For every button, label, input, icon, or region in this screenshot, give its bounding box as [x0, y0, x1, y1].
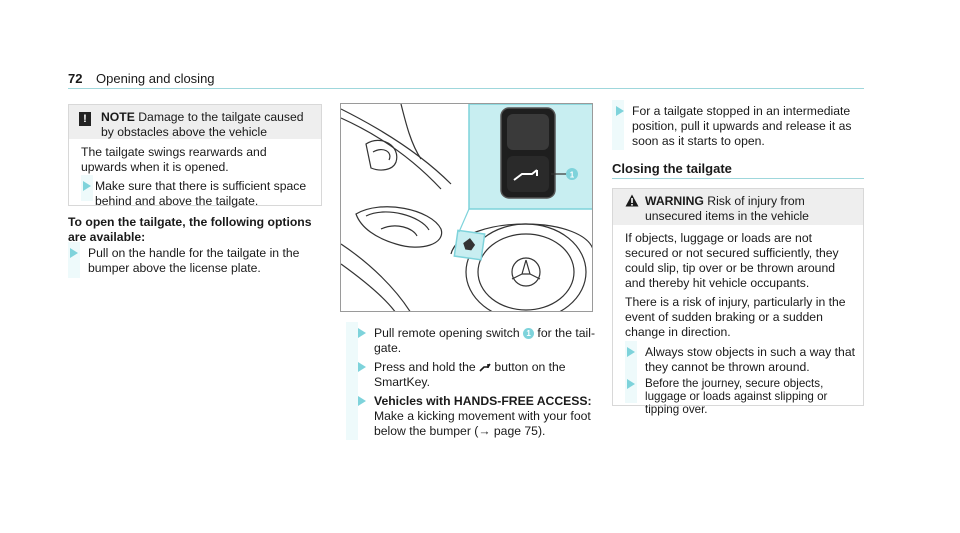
switch-location-marker — [453, 229, 486, 261]
illustration: 1 — [340, 103, 593, 312]
note-header: ! NOTE Damage to the tailgate caused by … — [69, 105, 321, 139]
switch-detail-inset: 1 — [458, 104, 592, 233]
step-text: Vehicles with HANDS-FREE ACCESS: Make a … — [374, 394, 592, 438]
arrow-bullet-icon — [358, 328, 366, 338]
step-text: For a tailgate stopped in an intermediat… — [632, 104, 852, 148]
note-heading-text: Damage to the tailgate caused by obstacl… — [101, 110, 304, 139]
list-item: Vehicles with HANDS-FREE ACCESS: Make a … — [346, 390, 600, 442]
note-label: NOTE — [101, 110, 135, 124]
step-text: Pull remote opening switch 1 for the tai… — [374, 326, 596, 355]
callout-badge: 1 — [523, 328, 535, 339]
arrow-bullet-icon — [627, 347, 635, 357]
step-bar — [346, 390, 358, 440]
note-body: The tailgate swings rearwards and upward… — [81, 145, 267, 174]
page-title: Opening and closing — [96, 71, 215, 86]
header-divider — [68, 88, 864, 89]
arrow-bullet-icon — [70, 248, 78, 258]
note-box: ! NOTE Damage to the tailgate caused by … — [68, 104, 322, 208]
step-bar — [346, 356, 358, 392]
warning-box: WARNING Risk of injury from unsecured it… — [612, 188, 864, 416]
warning-paragraph: If objects, luggage or loads are not sec… — [625, 231, 839, 290]
note-heading: NOTE Damage to the tailgate caused by ob… — [101, 110, 315, 140]
arrow-bullet-icon — [83, 181, 91, 191]
step-bar — [346, 322, 358, 358]
list-item: Pull remote opening switch 1 for the tai… — [346, 322, 600, 360]
section-title: Closing the tailgate — [612, 161, 732, 176]
list-item: Pull on the handle for the tailgate in t… — [68, 242, 322, 280]
arrow-bullet-icon — [358, 396, 366, 406]
step-text: Pull on the handle for the tailgate in t… — [88, 246, 300, 275]
list-item: Press and hold the button on the SmartKe… — [346, 356, 600, 394]
tailgate-button-icon — [479, 360, 491, 374]
list-item: For a tailgate stopped in an intermediat… — [612, 100, 866, 152]
step-text: Press and hold the button on the SmartKe… — [374, 360, 566, 389]
warning-heading: WARNING Risk of injury from unsecured it… — [645, 194, 809, 223]
page-number: 72 — [68, 71, 83, 86]
warning-list-item: Always stow objects in such a way that t… — [625, 341, 857, 375]
options-subheading: To open the tailgate, the following opti… — [68, 215, 312, 244]
warning-label: WARNING — [645, 194, 704, 208]
warning-triangle-icon — [625, 194, 639, 211]
exclamation-icon: ! — [79, 112, 91, 126]
section-divider — [612, 178, 864, 179]
arrow-bullet-icon — [358, 362, 366, 372]
warning-paragraph: There is a risk of injury, particularly … — [625, 295, 846, 339]
note-item-text: Make sure that there is sufficient space… — [95, 179, 307, 208]
arrow-bullet-icon — [627, 379, 635, 389]
arrow-bullet-icon — [616, 106, 624, 116]
warning-list-item: Before the journey, secure objects, lugg… — [625, 373, 857, 416]
callout-number: 1 — [570, 171, 575, 180]
warning-header: WARNING Risk of injury from unsecured it… — [613, 189, 863, 225]
door-panel-illustration: 1 — [341, 104, 592, 311]
